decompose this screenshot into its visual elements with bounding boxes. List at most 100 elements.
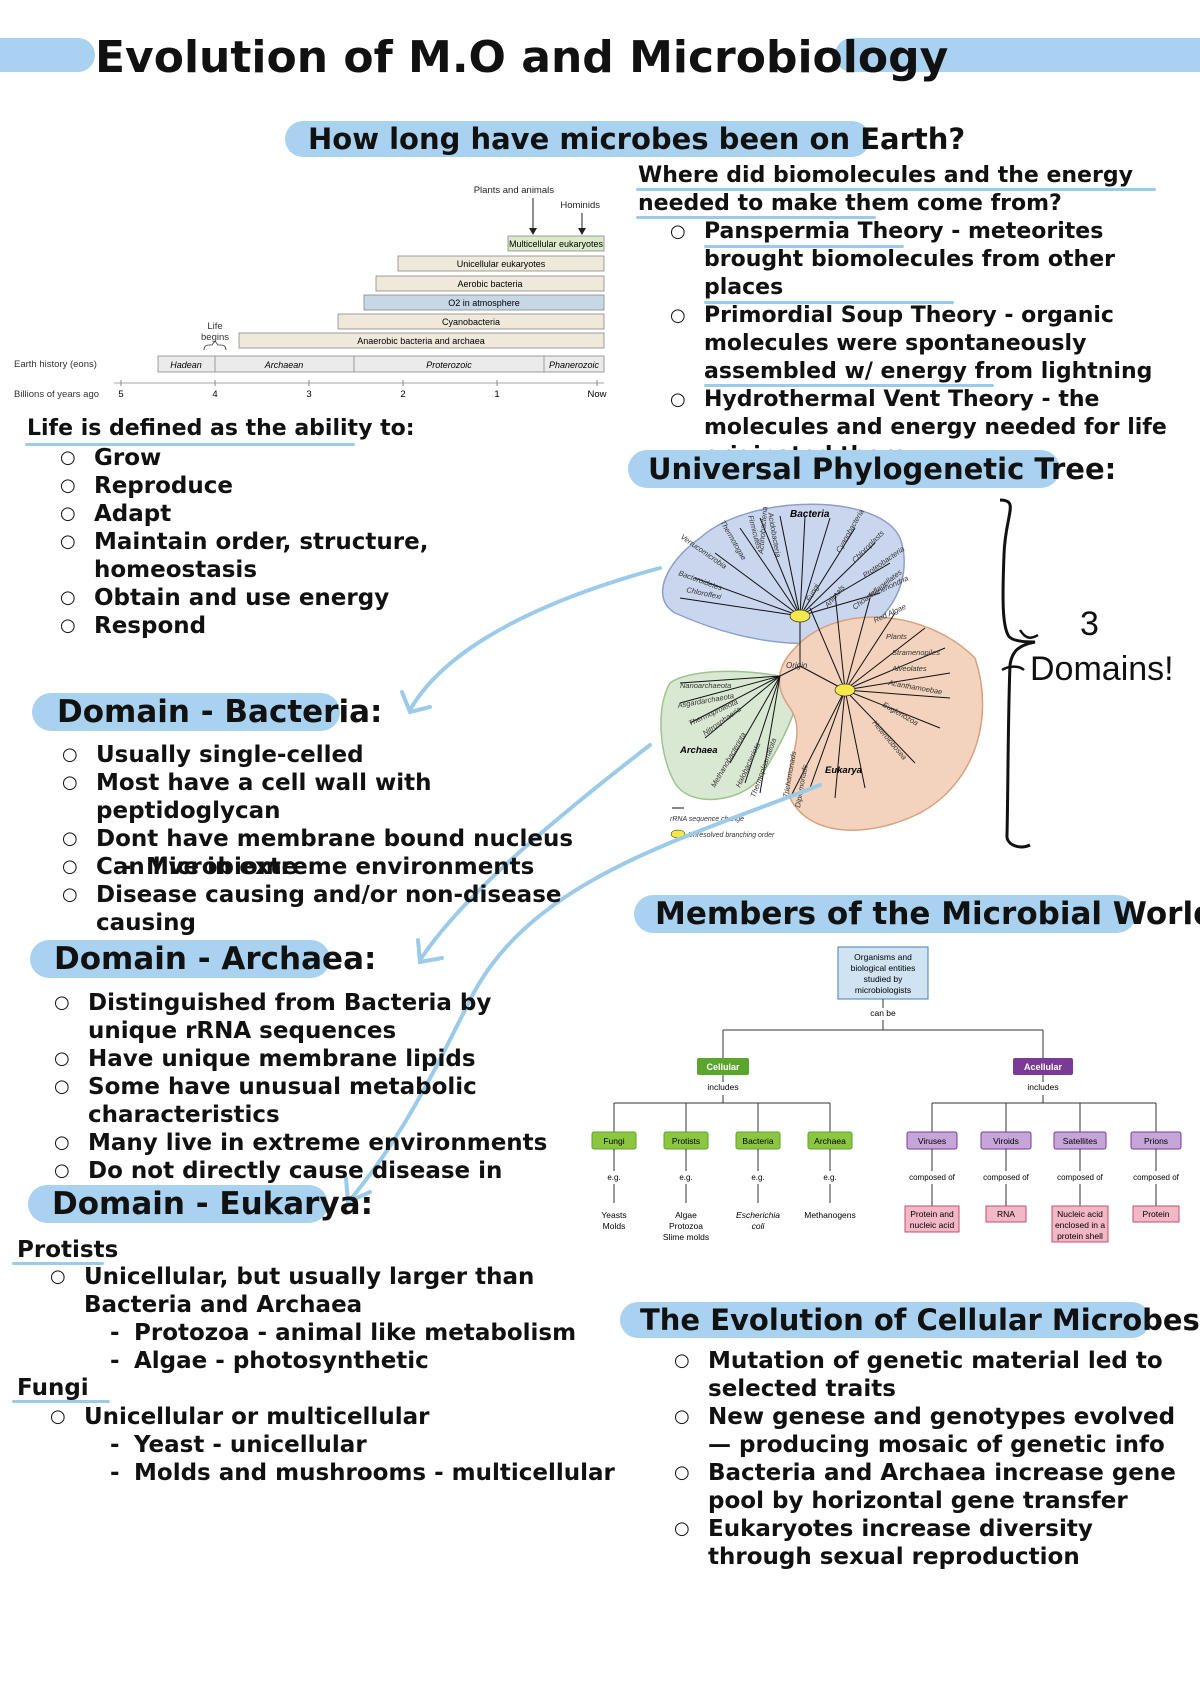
archaea-item: Distinguished from Bacteria by unique rR… bbox=[54, 989, 544, 1045]
svg-text:Nanoarchaeota: Nanoarchaeota bbox=[680, 681, 731, 690]
life-heading: Life is defined as the ability to: bbox=[27, 416, 415, 441]
svg-text:Alveolates: Alveolates bbox=[891, 664, 927, 673]
bar-cyano: Cyanobacteria bbox=[442, 317, 500, 327]
svg-text:includes: includes bbox=[1027, 1082, 1058, 1092]
tick-3: 3 bbox=[306, 389, 311, 400]
svg-text:biological entities: biological entities bbox=[851, 963, 916, 973]
bar-aerobic: Aerobic bacteria bbox=[457, 279, 522, 289]
group-satellites: Satellites bbox=[1063, 1136, 1098, 1146]
theory-panspermia: Panspermia Theory - meteorites brought b… bbox=[670, 218, 1190, 302]
bacteria-item: Most have a cell wall with peptidoglycan bbox=[62, 769, 582, 825]
svg-text:Escherichia: Escherichia bbox=[736, 1210, 780, 1220]
bacteria-item: Dont have membrane bound nucleus bbox=[62, 825, 582, 853]
axis-label: Billions of years ago bbox=[14, 389, 99, 400]
group-viruses: Viruses bbox=[918, 1136, 946, 1146]
eon-archaean: Archaean bbox=[264, 360, 304, 370]
protists-label: Protists bbox=[17, 1237, 119, 1263]
svg-text:composed of: composed of bbox=[1057, 1173, 1104, 1182]
domains-brace: 3 Domains! bbox=[999, 498, 1174, 849]
svg-text:nucleic acid: nucleic acid bbox=[910, 1220, 955, 1230]
svg-text:Plants: Plants bbox=[886, 632, 907, 641]
microbial-world-diagram: Organisms and biological entities studie… bbox=[591, 946, 1182, 1243]
svg-text:Algae: Algae bbox=[675, 1210, 697, 1220]
archaea-item: Many live in extreme environments bbox=[54, 1129, 584, 1157]
earth-timeline-chart: Plants and animals Hominids Multicellula… bbox=[14, 185, 607, 400]
svg-text:microbiologists: microbiologists bbox=[855, 985, 911, 995]
title-bar-left bbox=[0, 38, 95, 72]
archaea-item: Have unique membrane lipids bbox=[54, 1045, 584, 1073]
domains-number: 3 bbox=[1080, 605, 1099, 643]
eon-proterozoic: Proterozoic bbox=[426, 360, 472, 370]
life-item: Respond bbox=[60, 612, 460, 640]
biomolecules-question: Where did biomolecules and the energy ne… bbox=[638, 163, 1133, 216]
evolution-item: New genese and genotypes evolved— produc… bbox=[674, 1403, 1189, 1459]
archaea-heading-pill bbox=[30, 940, 330, 978]
archaea-item: Some have unusual metabolic characterist… bbox=[54, 1073, 584, 1129]
tick-4: 4 bbox=[212, 389, 217, 400]
svg-text:studied by: studied by bbox=[864, 974, 903, 984]
svg-text:composed of: composed of bbox=[909, 1173, 956, 1182]
acellular-node: Acellular bbox=[1024, 1062, 1063, 1072]
bacteria-sub: Microbiome bbox=[122, 853, 297, 881]
evolution-heading-pill bbox=[620, 1302, 1150, 1338]
fungi-label: Fungi bbox=[17, 1375, 89, 1401]
acellular-groups: Viruses Viroids Satellites Prions compos… bbox=[904, 1103, 1182, 1243]
archaea-heading: Domain - Archaea: bbox=[54, 941, 377, 977]
protists-list: Unicellular, but usually larger than Bac… bbox=[50, 1263, 570, 1319]
svg-text:Nucleic acid: Nucleic acid bbox=[1057, 1209, 1103, 1219]
svg-text:composed of: composed of bbox=[983, 1173, 1030, 1182]
phylo-heading-pill bbox=[628, 450, 1060, 488]
svg-text:e.g.: e.g. bbox=[751, 1173, 764, 1182]
svg-text:begins: begins bbox=[201, 332, 229, 343]
microbial-heading-pill bbox=[634, 895, 1136, 933]
evolution-item: Mutation of genetic material led to sele… bbox=[674, 1347, 1189, 1403]
tick-2: 2 bbox=[400, 389, 405, 400]
fungi-sub: Yeast - unicellular Molds and mushrooms … bbox=[110, 1431, 615, 1487]
microbes-heading: How long have microbes been on Earth? bbox=[308, 122, 966, 156]
evolution-item: Eukaryotes increase diversity through se… bbox=[674, 1515, 1189, 1571]
svg-text:RNA: RNA bbox=[997, 1209, 1015, 1219]
group-protists: Protists bbox=[672, 1136, 700, 1146]
bar-anaerobic: Anaerobic bacteria and archaea bbox=[357, 336, 485, 346]
svg-text:Protein: Protein bbox=[1143, 1209, 1170, 1219]
bar-o2: O2 in atmosphere bbox=[448, 298, 520, 308]
svg-text:coli: coli bbox=[752, 1221, 766, 1231]
theory-primordial: Primordial Soup Theory - organic molecul… bbox=[670, 302, 1190, 386]
timeline-label-plants: Plants and animals bbox=[474, 185, 555, 196]
life-item: Obtain and use energy bbox=[60, 584, 460, 612]
phylo-heading: Universal Phylogenetic Tree: bbox=[648, 452, 1117, 486]
eon-hadean: Hadean bbox=[170, 360, 202, 370]
eukarya-heading: Domain - Eukarya: bbox=[52, 1186, 373, 1222]
evolution-list: Mutation of genetic material led to sele… bbox=[674, 1347, 1189, 1571]
earth-history-label: Earth history (eons) bbox=[14, 359, 97, 370]
protists-sub: Protozoa - animal like metabolism Algae … bbox=[110, 1319, 576, 1375]
theory-list: Panspermia Theory - meteorites brought b… bbox=[670, 218, 1190, 470]
bacteria-label: Bacteria bbox=[790, 509, 830, 520]
life-item: Maintain order, structure, homeostasis bbox=[60, 528, 460, 584]
can-be-label: can be bbox=[870, 1008, 896, 1018]
cellular-groups: Fungi Protists Bacteria Archaea e.g. e.g… bbox=[591, 1103, 856, 1242]
svg-text:e.g.: e.g. bbox=[679, 1173, 692, 1182]
svg-text:e.g.: e.g. bbox=[607, 1173, 620, 1182]
bacteria-heading: Domain - Bacteria: bbox=[57, 694, 383, 730]
group-prions: Prions bbox=[1144, 1136, 1168, 1146]
bacteria-item: Disease causing and/or non-disease causi… bbox=[62, 881, 582, 937]
life-begins-label: Life bbox=[207, 321, 222, 332]
microbial-heading: Members of the Microbial World: bbox=[655, 896, 1200, 932]
question-underline-1 bbox=[636, 188, 1156, 191]
group-fungi: Fungi bbox=[603, 1136, 624, 1146]
life-item: Adapt bbox=[60, 500, 460, 528]
group-archaea: Archaea bbox=[814, 1136, 846, 1146]
svg-text:protein shell: protein shell bbox=[1057, 1231, 1103, 1241]
bar-multicellular: Multicellular eukaryotes bbox=[509, 239, 604, 249]
svg-text:Slime molds: Slime molds bbox=[663, 1232, 709, 1242]
group-bacteria: Bacteria bbox=[742, 1136, 773, 1146]
eon-phanerozoic: Phanerozoic bbox=[549, 360, 600, 370]
group-viroids: Viroids bbox=[993, 1136, 1019, 1146]
svg-text:composed of: composed of bbox=[1133, 1173, 1180, 1182]
root-line-1: Organisms and bbox=[854, 952, 912, 962]
legend-unresolved: Unresolved branching order bbox=[688, 832, 775, 839]
origin-label: Origin bbox=[786, 661, 808, 670]
domains-annotation: Domains! bbox=[1030, 650, 1174, 688]
timeline-label-hominids: Hominids bbox=[560, 200, 600, 211]
